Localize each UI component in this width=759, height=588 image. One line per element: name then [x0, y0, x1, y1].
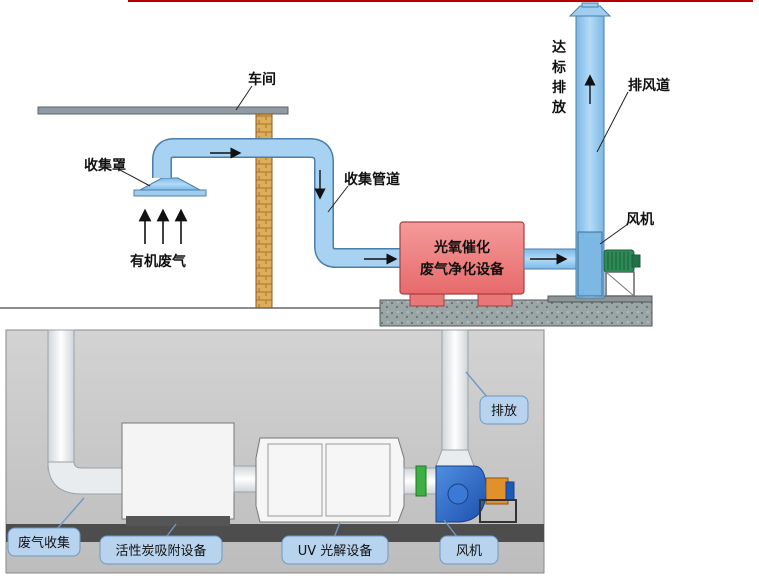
callout-carbon-label: 活性炭吸附设备	[115, 543, 206, 559]
hood-leader	[119, 169, 151, 187]
workshop-leader	[235, 85, 253, 111]
stack-cap-top	[581, 2, 599, 8]
callout-fan-label: 风机	[456, 544, 482, 559]
pipe-label: 收集管道	[344, 171, 400, 188]
connector-2-ring	[415, 465, 427, 497]
stack-leader	[596, 91, 629, 153]
callout-collection-label: 废气收集	[18, 535, 70, 551]
exhaust-duct-label: 排风道	[628, 77, 670, 94]
discharge-char-2: 标	[551, 59, 566, 76]
exhaust-pipe-transition	[435, 449, 475, 467]
uv-panel-left	[267, 443, 323, 517]
intake-pipe-vertical	[47, 329, 75, 471]
fan-leader	[599, 223, 629, 245]
discharge-char-1: 达	[552, 39, 566, 56]
blower-frame	[479, 499, 517, 523]
callout-carbon: 活性炭吸附设备	[99, 523, 223, 565]
callout-collection: 废气收集	[7, 497, 85, 557]
callout-fan: 风机	[439, 519, 499, 565]
collection-hood-rim	[133, 189, 207, 197]
carbon-adsorber	[121, 422, 235, 520]
exhaust-pipe-vertical	[441, 329, 469, 451]
callout-exhaust: 排放	[465, 371, 529, 425]
uv-device	[255, 437, 405, 523]
collection-hood	[139, 177, 201, 191]
device-label-line2: 废气净化设备	[420, 261, 505, 278]
workshop-label: 车间	[248, 71, 276, 88]
collection-pipe-fill	[153, 139, 404, 267]
organic-gas-label: 有机废气	[130, 253, 186, 270]
hood-label: 收集罩	[84, 157, 126, 174]
callout-uv-label: UV 光解设备	[298, 543, 373, 559]
fan-label-top: 风机	[626, 211, 654, 228]
photo-oxidation-device	[399, 221, 525, 295]
bottom-diagram: 排放 废气收集 活性炭吸附设备 UV 光解设备 风机	[5, 329, 545, 574]
pipe-flow-arrows	[210, 147, 398, 265]
blower-motor-end	[505, 481, 515, 501]
uv-panel-right	[325, 443, 391, 517]
device-label-line1: 光氧催化	[433, 239, 490, 256]
discharge-label: 达 标 排 放	[551, 39, 567, 116]
pipe-leader	[327, 185, 349, 213]
top-diagram: 车间 收集罩 有机废气 收集管道 光氧催化 废	[0, 0, 753, 327]
top-border-line	[128, 0, 753, 2]
collection-pipe	[152, 138, 404, 268]
callout-exhaust-label: 排放	[491, 404, 517, 419]
stack-cap	[568, 5, 612, 17]
discharge-char-4: 放	[551, 99, 567, 116]
fan-housing	[577, 231, 603, 297]
gas-arrows	[138, 208, 188, 244]
carbon-adsorber-base	[126, 516, 230, 526]
blower-hub	[447, 483, 469, 505]
discharge-char-3: 排	[552, 79, 566, 96]
fan-motor	[603, 249, 641, 297]
workshop-ceiling	[37, 106, 289, 115]
callout-uv: UV 光解设备	[281, 521, 389, 565]
